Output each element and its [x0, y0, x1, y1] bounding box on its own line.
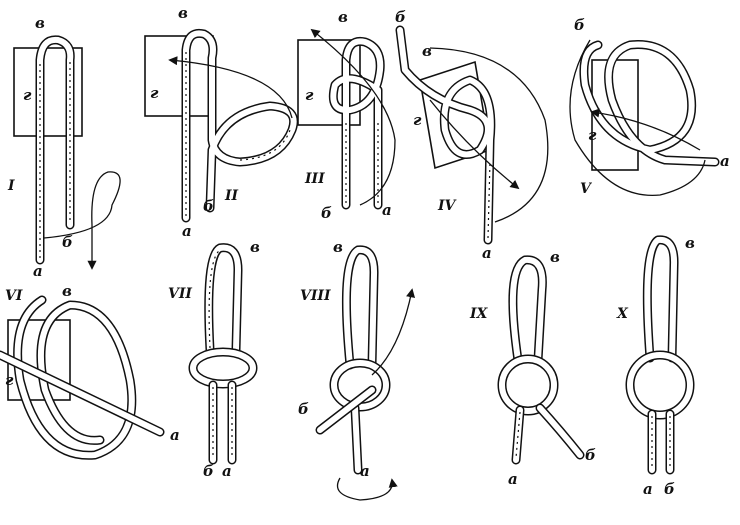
label-a: а	[720, 152, 730, 170]
label-v: в	[250, 238, 260, 256]
panel-5: б г а V	[569, 16, 730, 197]
label-a: а	[170, 426, 180, 444]
panel-numeral: V	[580, 181, 593, 197]
panel-10: в а б X	[616, 234, 695, 498]
panel-8: в б а VIII	[298, 238, 416, 501]
label-v: в	[178, 4, 188, 22]
label-v: в	[62, 282, 72, 300]
label-g: г	[23, 86, 32, 104]
panel-3: в г б а III	[297, 8, 396, 222]
thread-arrow	[310, 28, 396, 206]
label-b: б	[574, 16, 585, 34]
label-v: в	[333, 238, 343, 256]
panel-numeral: VIII	[300, 288, 331, 304]
label-v: в	[338, 8, 348, 26]
panel-numeral: III	[304, 171, 325, 187]
label-b: б	[321, 204, 332, 222]
label-b: б	[664, 480, 675, 498]
plank	[144, 35, 214, 117]
label-a: а	[33, 262, 43, 280]
panel-6: в г а VI	[0, 282, 180, 460]
panel-7: в б а VII	[168, 238, 260, 480]
label-g: г	[413, 111, 422, 129]
label-a: а	[222, 462, 232, 480]
label-g: г	[5, 371, 14, 389]
label-v: в	[35, 14, 45, 32]
label-a: а	[643, 480, 653, 498]
panel-numeral: VII	[168, 286, 192, 302]
rotate-arrow	[336, 477, 398, 501]
label-a: а	[182, 222, 192, 240]
label-a: а	[382, 201, 392, 219]
label-v: в	[685, 234, 695, 252]
thread-arrow	[429, 47, 549, 223]
label-b: б	[203, 462, 214, 480]
panel-numeral: VI	[5, 288, 23, 304]
label-b: б	[203, 197, 214, 215]
panel-numeral: IV	[437, 198, 458, 214]
free-end-arrow	[43, 171, 121, 270]
thread-arrow	[371, 288, 416, 376]
label-b: б	[298, 400, 309, 418]
label-b: б	[395, 8, 406, 26]
panel-numeral: IX	[469, 306, 489, 322]
panel-4: б в г а IV	[395, 8, 549, 262]
label-g: г	[588, 126, 597, 144]
label-b: б	[62, 233, 73, 251]
label-g: г	[150, 84, 159, 102]
panel-2: в г а б II	[144, 4, 299, 240]
panel-1: в г б а I	[7, 14, 121, 280]
wrap-line	[569, 39, 706, 197]
label-a: а	[508, 470, 518, 488]
label-g: г	[305, 86, 314, 104]
thread-arrow-2	[429, 99, 520, 190]
panel-9: в а б IX	[469, 248, 596, 488]
label-v: в	[550, 248, 560, 266]
panel-numeral: II	[224, 188, 239, 204]
panel-numeral: I	[7, 178, 15, 194]
label-b: б	[585, 446, 596, 464]
label-a: а	[482, 244, 492, 262]
thread-arrow	[590, 108, 701, 151]
thread-arrow	[168, 56, 293, 119]
panel-numeral: X	[616, 306, 629, 322]
label-v: в	[422, 42, 432, 60]
label-a: а	[360, 462, 370, 480]
